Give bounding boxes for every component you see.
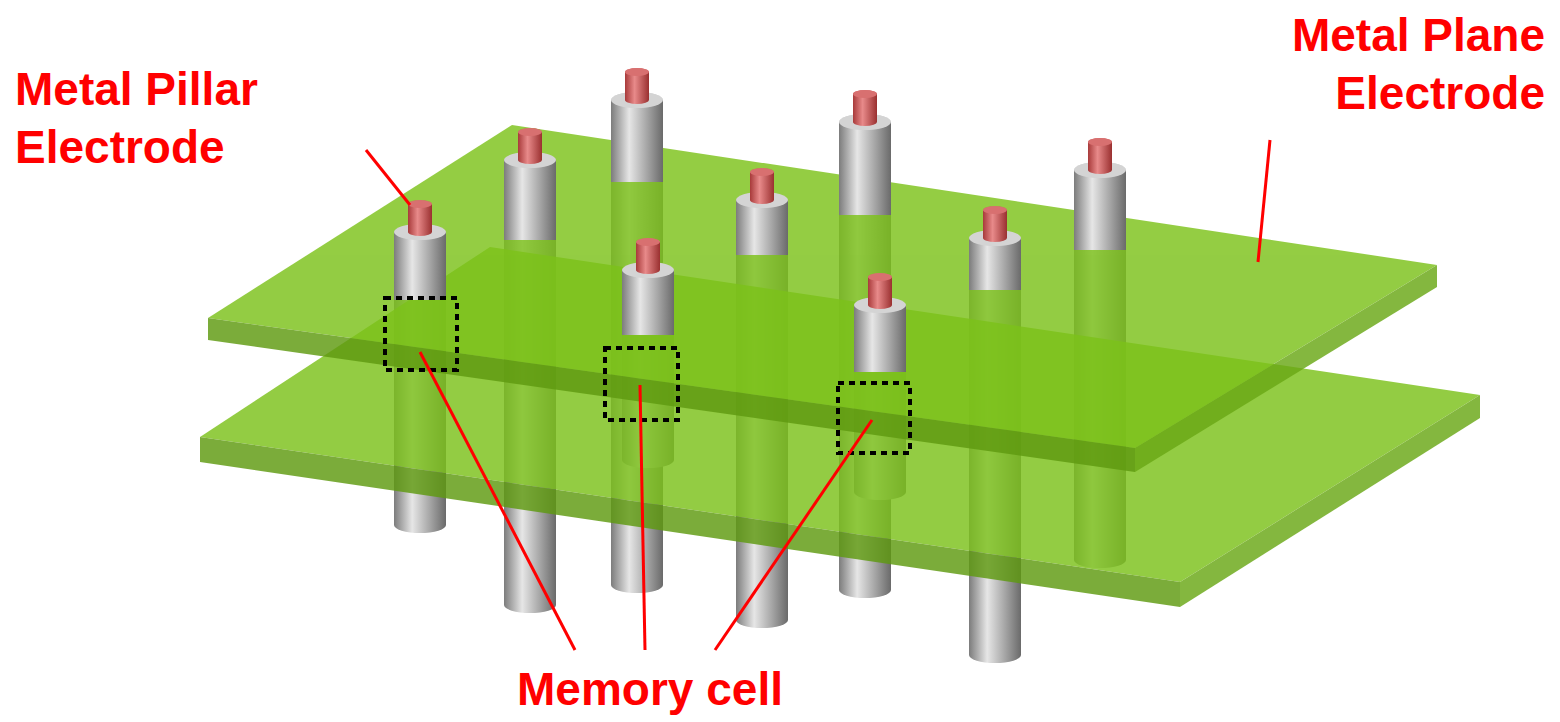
- pillar-core-top: [518, 128, 542, 136]
- pillar-core-base: [518, 156, 542, 164]
- pillar-core-top: [750, 168, 774, 176]
- pillar-core-base: [518, 156, 542, 164]
- pillar-core-base: [868, 301, 892, 309]
- pillar-core-top: [853, 90, 877, 98]
- pillar-core-base: [853, 118, 877, 126]
- pillar-core: [853, 94, 877, 122]
- pillar-core: [625, 72, 649, 100]
- pillar-core: [1088, 142, 1112, 170]
- metal-pillar: [969, 206, 1021, 290]
- pillar-body: [736, 200, 788, 255]
- pillar-core-base: [625, 96, 649, 104]
- leader-line: [366, 150, 410, 205]
- pillar-core-top: [983, 206, 1007, 214]
- pillar-core-base: [625, 96, 649, 104]
- pillar-core: [518, 132, 542, 160]
- plane-front-face: [200, 437, 1180, 607]
- leader-lines: [366, 140, 1270, 650]
- metal-pillar: [394, 200, 446, 300]
- pillar-core: [518, 132, 542, 160]
- pillar-core-base: [750, 196, 774, 204]
- metal-pillar: [504, 128, 556, 240]
- pillar-core: [853, 94, 877, 122]
- pillar-core: [983, 210, 1007, 238]
- pillar-core-base: [983, 234, 1007, 242]
- pillar-top-layer: [394, 68, 1126, 372]
- pillar-core-top: [983, 206, 1007, 214]
- pillar-core: [636, 242, 660, 270]
- memory-cell-box: [385, 298, 457, 370]
- pillar-label: Metal Pillar Electrode: [15, 60, 315, 176]
- plane-side-face: [1180, 395, 1480, 607]
- metal-pillar: [839, 90, 891, 215]
- leader-line: [715, 420, 872, 650]
- pillar-core-base: [853, 118, 877, 126]
- pillar-core: [625, 72, 649, 100]
- pillar-bottom: [736, 612, 788, 628]
- pillar-core-top: [625, 68, 649, 76]
- pillar-body: [394, 232, 446, 300]
- leader-line: [640, 385, 645, 650]
- memory-cell-marks: [385, 298, 910, 453]
- pillar-bottom: [839, 582, 891, 598]
- memory-cell-label: Memory cell: [440, 660, 860, 718]
- pillar-core: [983, 210, 1007, 238]
- pillar-core-top: [750, 168, 774, 176]
- pillar-core-top: [868, 273, 892, 281]
- pillar-core-base: [750, 196, 774, 204]
- pillar-core-base: [1088, 166, 1112, 174]
- pillar-core-base: [868, 301, 892, 309]
- pillar-core-base: [636, 266, 660, 274]
- metal-pillar: [736, 168, 788, 255]
- pillar-body: [611, 100, 663, 182]
- pillar-core-base: [636, 266, 660, 274]
- pillar-core: [750, 172, 774, 200]
- pillar-core-top: [518, 128, 542, 136]
- pillar-core-top: [853, 90, 877, 98]
- pillar-core: [868, 277, 892, 305]
- pillar-core-top: [408, 200, 432, 208]
- plane-front-face: [208, 318, 1135, 472]
- pillar-core-top: [1088, 138, 1112, 146]
- pillar-core-top: [625, 68, 649, 76]
- pillar-core: [408, 204, 432, 232]
- leader-line: [420, 352, 575, 650]
- plane-side-face: [1135, 265, 1437, 472]
- memory-cell-box: [838, 383, 910, 453]
- metal-pillar: [622, 238, 674, 335]
- pillar-bottom: [611, 577, 663, 593]
- plane-label: Metal Plane Electrode: [1210, 6, 1545, 122]
- pillar-bottom: [969, 647, 1021, 663]
- pillar-core: [408, 204, 432, 232]
- pillar-core-base: [1088, 166, 1112, 174]
- top-plane: [208, 125, 1437, 472]
- pillar-core: [636, 242, 660, 270]
- pillar-core-base: [408, 228, 432, 236]
- pillar-body: [854, 305, 906, 372]
- pillar-core: [868, 277, 892, 305]
- pillar-core: [750, 172, 774, 200]
- pillar-core-top: [1088, 138, 1112, 146]
- pillar-body: [839, 122, 891, 215]
- pillar-body: [504, 160, 556, 240]
- pillar-core-base: [983, 234, 1007, 242]
- leader-line: [1258, 140, 1270, 262]
- pillar-core-top: [868, 273, 892, 281]
- pillar-core-top: [636, 238, 660, 246]
- pillar-core-top: [636, 238, 660, 246]
- metal-pillar: [854, 273, 906, 372]
- metal-pillar: [611, 68, 663, 182]
- pillar-core-top: [408, 200, 432, 208]
- pillar-bottom: [394, 517, 446, 533]
- pillar-core-base: [408, 228, 432, 236]
- pillar-core: [1088, 142, 1112, 170]
- pillar-body: [622, 270, 674, 335]
- pillar-body: [1074, 170, 1126, 250]
- metal-pillar: [1074, 138, 1126, 250]
